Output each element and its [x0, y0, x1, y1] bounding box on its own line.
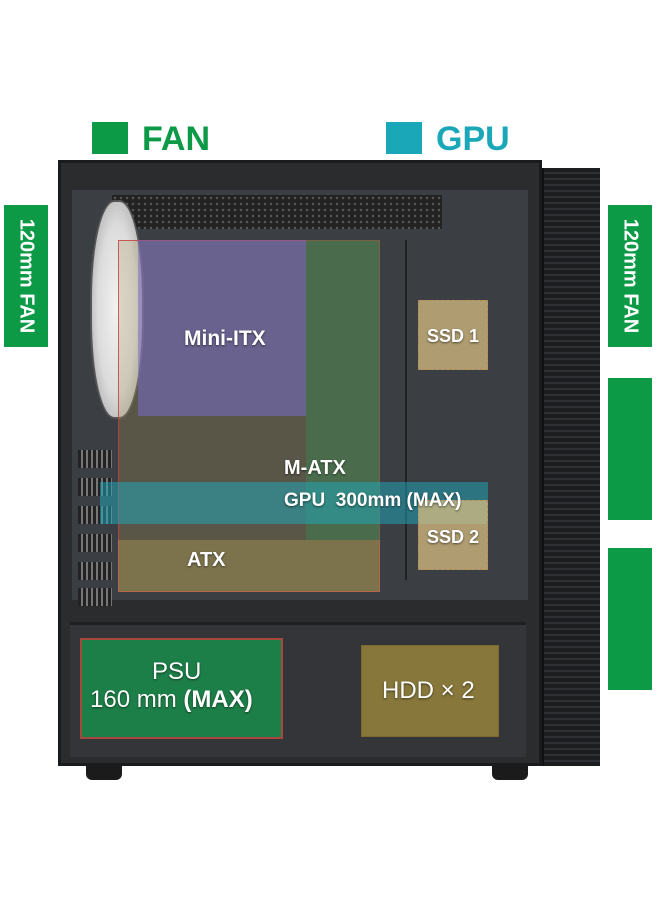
gpu-length: 300mm (MAX) — [335, 490, 462, 511]
right-fan-bar-middle — [608, 378, 652, 520]
atx-bottom-area — [118, 540, 380, 592]
gpu-legend-swatch — [386, 122, 422, 154]
gpu-legend-label: GPU — [436, 120, 510, 158]
mini-itx-label: Mini-ITX — [184, 327, 266, 350]
expansion-slot — [78, 534, 112, 552]
psu-length: 160 mm — [90, 686, 184, 713]
front-mesh-panel — [542, 168, 600, 766]
fan-legend-label: FAN — [142, 120, 210, 158]
expansion-slot — [78, 562, 112, 580]
m-atx-label: M-ATX — [284, 457, 346, 479]
atx-label: ATX — [187, 549, 226, 571]
psu-max: (MAX) — [183, 686, 253, 713]
ssd2-label: SSD 2 — [427, 527, 480, 547]
right-fan-label: 120mm FAN — [619, 218, 642, 334]
ssd2-area — [418, 500, 488, 570]
case-foot-left — [86, 766, 122, 780]
ssd1-label: SSD 1 — [427, 326, 480, 346]
case-foot-right — [492, 766, 528, 780]
hdd-area — [361, 645, 499, 737]
gpu-prefix: GPU — [284, 490, 326, 511]
psu-area — [80, 638, 283, 739]
ssd1-area — [418, 300, 488, 370]
expansion-slot — [78, 588, 112, 606]
drive-cage — [405, 240, 503, 580]
fan-legend-swatch — [92, 122, 128, 154]
left-fan-bar: 120mm FAN — [4, 205, 48, 347]
right-fan-bar-bottom — [608, 548, 652, 690]
right-fan-bar-top: 120mm FAN — [608, 205, 652, 347]
left-fan-label: 120mm FAN — [15, 218, 38, 334]
top-mesh-vent — [112, 195, 442, 229]
psu-label: PSU — [152, 658, 202, 685]
gpu-label: GPU 300mm (MAX) — [284, 490, 461, 512]
expansion-slot — [78, 450, 112, 468]
psu-length-label: 160 mm (MAX) — [90, 686, 253, 714]
mini-itx-area — [138, 240, 306, 416]
hdd-label: HDD × 2 — [382, 677, 475, 704]
